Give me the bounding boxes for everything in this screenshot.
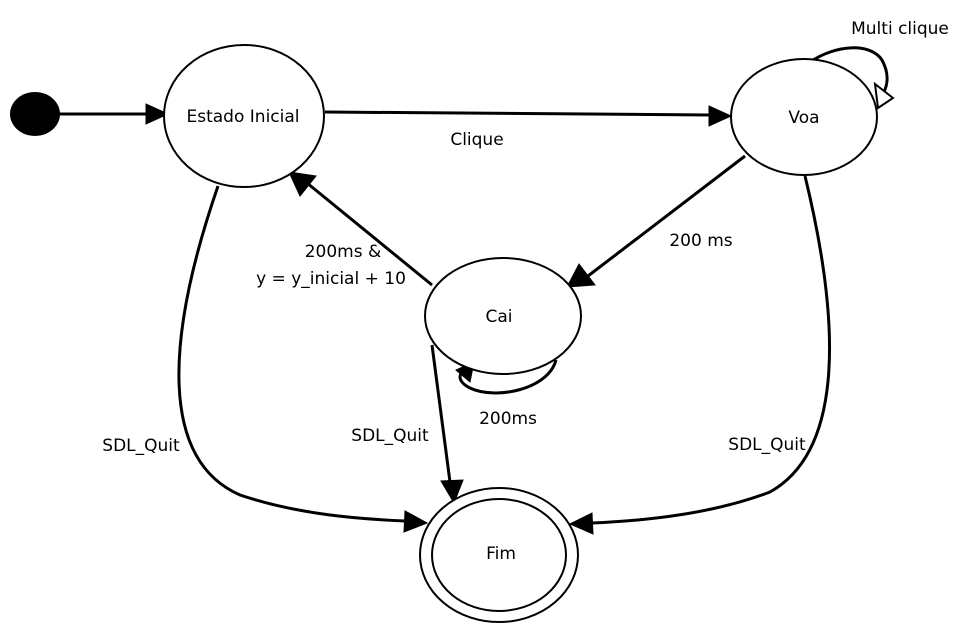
state-label-fim: Fim bbox=[486, 544, 516, 564]
transition-inicial-to-fim bbox=[177, 185, 429, 533]
label-clique: Clique bbox=[450, 130, 503, 150]
initial-pseudostate bbox=[10, 92, 60, 136]
label-cai-to-inicial-line1: 200ms & bbox=[305, 242, 382, 262]
transition-cai-to-fim bbox=[430, 344, 464, 505]
transition-inicial-to-voa bbox=[324, 105, 733, 127]
label-quit-cai: SDL_Quit bbox=[351, 426, 429, 446]
label-cai-self-loop: 200ms bbox=[479, 409, 537, 429]
state-label-cai: Cai bbox=[485, 307, 512, 327]
transition-cai-to-inicial bbox=[288, 171, 433, 287]
state-label-estado-inicial: Estado Inicial bbox=[187, 107, 300, 127]
label-quit-inicial: SDL_Quit bbox=[102, 436, 180, 456]
state-voa: Voa bbox=[730, 58, 878, 176]
label-cai-to-inicial-line2: y = y_inicial + 10 bbox=[256, 269, 406, 289]
state-fim: Fim bbox=[419, 487, 579, 623]
transition-start-to-estado-inicial bbox=[58, 103, 170, 125]
label-multi-clique: Multi clique bbox=[851, 19, 949, 39]
state-estado-inicial: Estado Inicial bbox=[163, 44, 325, 188]
state-cai: Cai bbox=[424, 257, 582, 375]
transition-voa-self-loop bbox=[809, 46, 895, 110]
transition-voa-to-fim bbox=[568, 175, 831, 535]
transition-voa-to-cai bbox=[566, 154, 746, 288]
state-label-voa: Voa bbox=[788, 108, 819, 128]
label-voa-to-cai: 200 ms bbox=[669, 231, 732, 251]
label-quit-voa: SDL_Quit bbox=[728, 435, 806, 455]
